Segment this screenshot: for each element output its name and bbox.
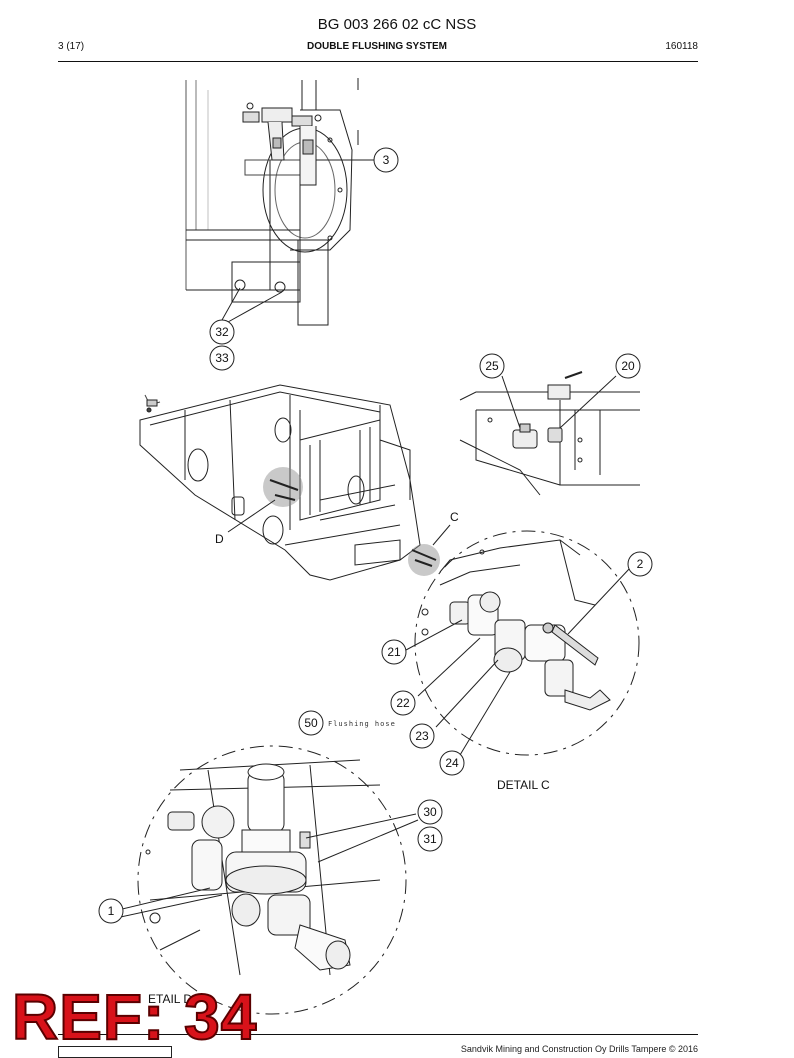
callout-1-number: 1 xyxy=(108,904,115,918)
flushing-hose-label: Flushing hose xyxy=(328,720,396,728)
callout-50-number: 50 xyxy=(304,716,318,730)
callout-33-number: 33 xyxy=(215,351,229,365)
callout-20 xyxy=(615,353,641,379)
section-title: DOUBLE FLUSHING SYSTEM xyxy=(306,41,447,52)
valve-detail-view xyxy=(459,371,640,496)
callout-30-number: 30 xyxy=(423,805,437,819)
callout-23 xyxy=(409,723,435,749)
reference-stamp: REF: 34 xyxy=(11,981,258,1053)
callout-25-number: 25 xyxy=(485,359,499,373)
callout-30 xyxy=(417,799,443,825)
footer-rule xyxy=(58,1034,698,1035)
callout-31 xyxy=(417,826,443,852)
document-number: BG 003 266 02 cC NSS xyxy=(317,16,477,33)
callout-3 xyxy=(373,147,399,173)
callout-24 xyxy=(439,750,465,776)
callout-33 xyxy=(209,345,235,371)
callout-3-number: 3 xyxy=(383,153,390,167)
detail-d-marker: D xyxy=(215,532,224,546)
callout-25 xyxy=(479,353,505,379)
callout-22 xyxy=(390,690,416,716)
date-code: 160118 xyxy=(665,41,698,52)
callout-31-number: 31 xyxy=(423,832,437,846)
detail-d-label: ETAIL D xyxy=(148,992,192,1006)
callout-32-number: 32 xyxy=(215,325,229,339)
callout-50 xyxy=(298,710,324,736)
machine-frame-view xyxy=(139,384,451,581)
callout-2-number: 2 xyxy=(637,557,644,571)
callout-23-number: 23 xyxy=(415,729,429,743)
callout-32 xyxy=(209,319,235,345)
detail-d-view xyxy=(115,745,419,1015)
detail-c-label: DETAIL C xyxy=(497,778,550,792)
top-assembly-view xyxy=(185,78,359,326)
callout-2 xyxy=(627,551,653,577)
callout-20-number: 20 xyxy=(621,359,635,373)
callout-21-number: 21 xyxy=(387,645,401,659)
footer-copyright: Sandvik Mining and Construction Oy Drill… xyxy=(460,1044,698,1054)
callout-1 xyxy=(98,898,124,924)
callout-22-number: 22 xyxy=(396,696,410,710)
detail-c-marker: C xyxy=(450,510,459,524)
detail-c-view xyxy=(405,530,640,756)
header-rule xyxy=(58,61,698,62)
callout-24-number: 24 xyxy=(445,756,459,770)
callout-21 xyxy=(381,639,407,665)
page-number: 3 (17) xyxy=(58,41,85,52)
